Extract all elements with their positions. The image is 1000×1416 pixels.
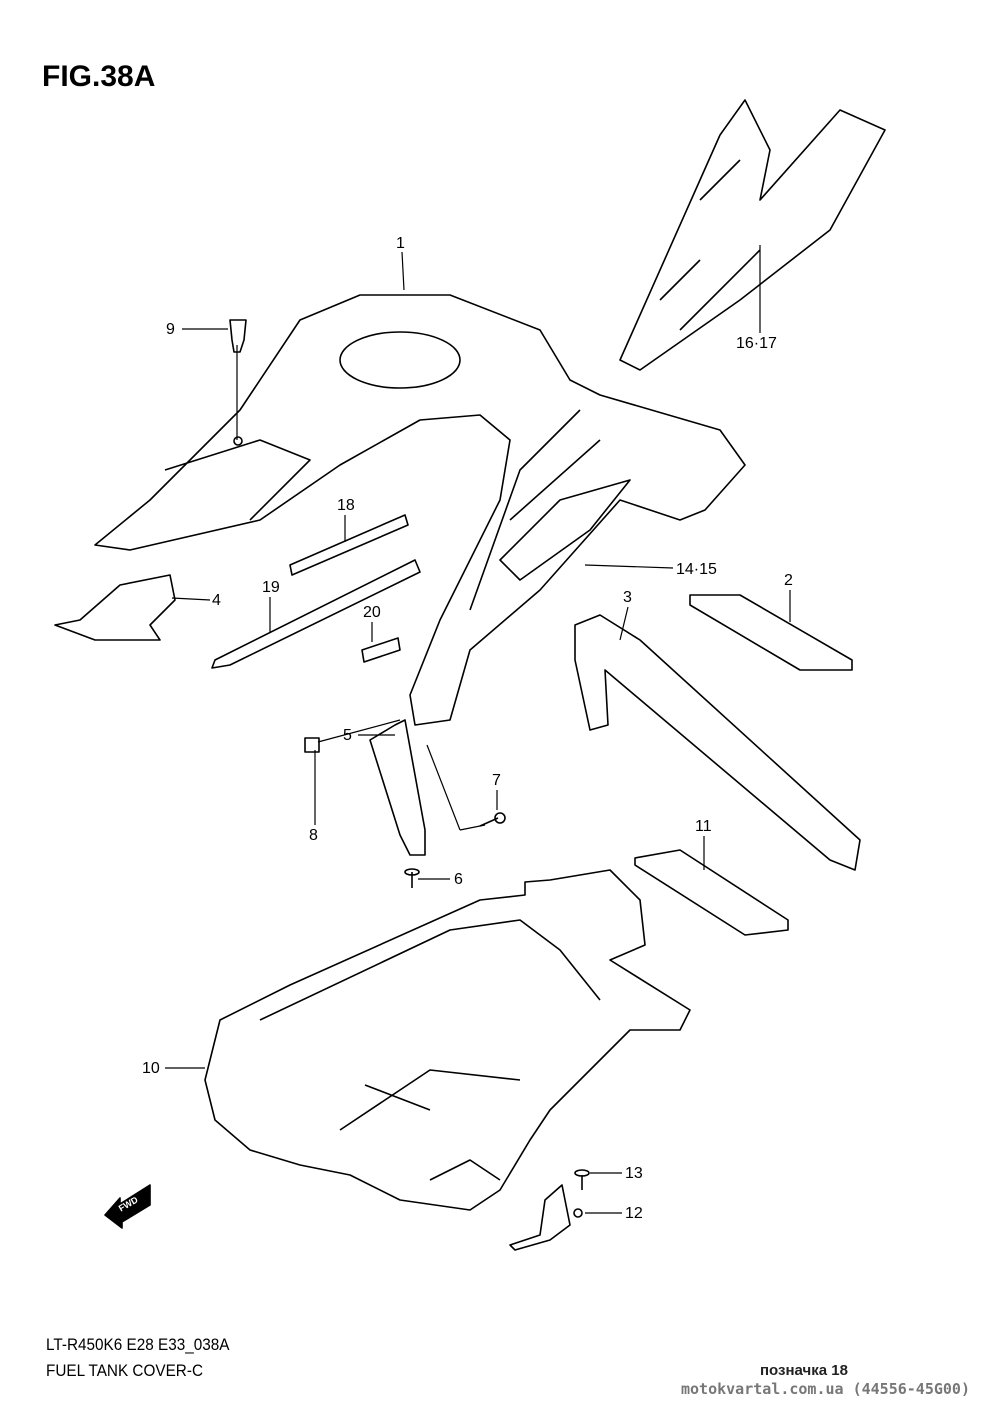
part-9-clip	[229, 319, 247, 353]
callout-19: 19	[262, 579, 280, 596]
part-4-bracket	[54, 574, 176, 641]
fwd-arrow-icon	[104, 1184, 151, 1229]
section-name: FUEL TANK COVER-C	[46, 1361, 203, 1380]
callout-9: 9	[166, 321, 175, 338]
callout-20: 20	[363, 604, 381, 621]
callout-14-15: 14·15	[676, 561, 717, 578]
callout-3: 3	[623, 589, 632, 606]
part-12-bracket	[509, 1184, 583, 1251]
part-1-fuel-tank-cover	[94, 294, 746, 726]
part-2-pad	[689, 594, 853, 671]
callout-13: 13	[625, 1165, 643, 1182]
callout-2: 2	[784, 572, 793, 589]
callout-5: 5	[343, 727, 352, 744]
source-watermark: motokvartal.com.ua (44556-45G00)	[681, 1380, 970, 1398]
part-3-bar	[574, 614, 861, 871]
part-7-screw	[479, 812, 506, 827]
part-11-pad	[634, 849, 789, 936]
model-code: LT-R450K6 E28 E33_038A	[46, 1335, 230, 1354]
callout-6: 6	[454, 871, 463, 888]
part-5-stay	[369, 719, 426, 856]
part-6-screw	[404, 868, 420, 888]
callout-8: 8	[309, 827, 318, 844]
callout-16-17: 16·17	[736, 335, 777, 352]
callout-10: 10	[142, 1060, 160, 1077]
reference-note: позначка 18	[760, 1362, 848, 1379]
callout-11: 11	[695, 818, 712, 835]
figure-title: FIG.38A	[42, 60, 156, 93]
part-10-tray	[204, 869, 691, 1211]
callout-12: 12	[625, 1205, 643, 1222]
part-8-nut	[304, 737, 320, 753]
part-20-pad	[361, 637, 401, 663]
leader-lines	[165, 245, 791, 1214]
callout-7: 7	[492, 772, 501, 789]
part-13-screw	[574, 1169, 590, 1190]
callout-4: 4	[212, 592, 221, 609]
callout-1: 1	[396, 235, 405, 252]
part-16-17-decal	[619, 99, 886, 371]
part-19-pad	[211, 559, 421, 669]
part-18-pad	[289, 514, 409, 576]
callout-18: 18	[337, 497, 355, 514]
